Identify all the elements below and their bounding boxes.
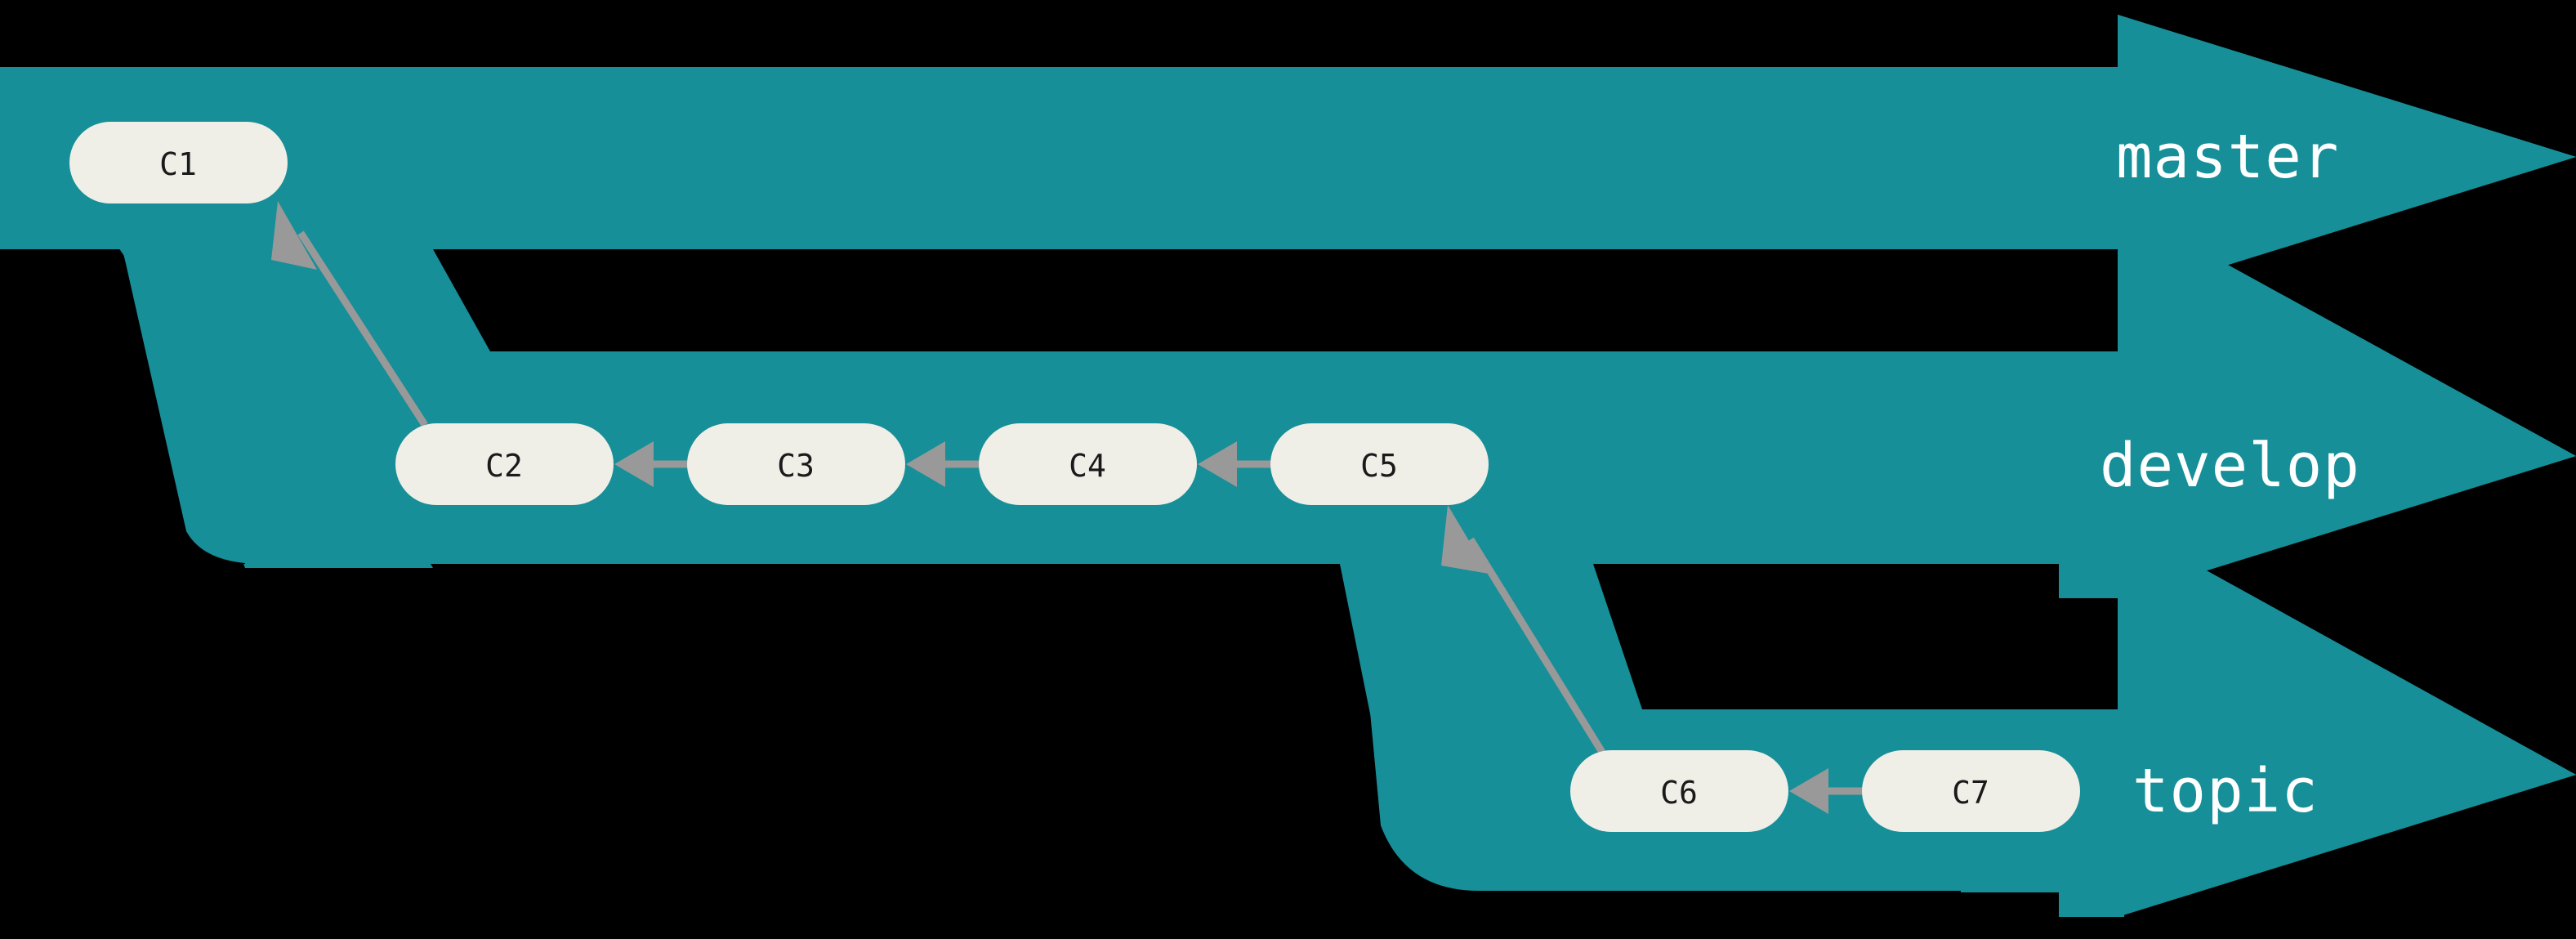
branch-label-topic[interactable]: topic bbox=[2132, 756, 2319, 826]
arrow-c5-to-c4 bbox=[1198, 441, 1274, 487]
commit-node-c2-label: C2 bbox=[485, 448, 523, 484]
notch-under-topic bbox=[1642, 892, 2118, 939]
arrow-c4-to-c3 bbox=[906, 441, 982, 487]
commit-node-c3-label: C3 bbox=[777, 448, 815, 484]
commit-node-c1[interactable]: C1 bbox=[69, 122, 288, 203]
arrow-c3-to-c2 bbox=[614, 441, 690, 487]
commit-node-c3[interactable]: C3 bbox=[687, 423, 905, 505]
commit-node-c1-label: C1 bbox=[159, 146, 197, 182]
commit-node-c6-shape bbox=[1570, 750, 1788, 832]
arrow-c5-c4-head bbox=[1198, 441, 1237, 487]
commit-node-c7[interactable]: C7 bbox=[1862, 750, 2080, 832]
branch-label-develop[interactable]: develop bbox=[2100, 431, 2360, 501]
notch-master-develop bbox=[433, 249, 2118, 351]
topic-arrow-neck bbox=[2059, 709, 2124, 917]
arrow-c7-c6-head bbox=[1789, 768, 1828, 814]
commit-node-c6[interactable]: C6 bbox=[1570, 750, 1788, 832]
arrow-c3-c2-head bbox=[614, 441, 654, 487]
commit-node-c1-shape bbox=[69, 122, 288, 203]
notch-develop-topic bbox=[1593, 564, 2118, 709]
master-arrowhead-restore bbox=[2118, 15, 2576, 299]
arrow-c6-c5-head bbox=[1441, 505, 1489, 574]
commit-node-c5-label: C5 bbox=[1360, 448, 1398, 484]
commit-node-c5[interactable]: C5 bbox=[1270, 423, 1489, 505]
commit-node-c4-shape bbox=[979, 423, 1197, 505]
commit-parent-arrows bbox=[271, 201, 1865, 814]
commit-node-c7-label: C7 bbox=[1952, 775, 1989, 811]
arrow-c4-c3-head bbox=[906, 441, 945, 487]
develop-arrowhead-restore bbox=[2118, 204, 2576, 598]
branch-label-master[interactable]: master bbox=[2116, 122, 2339, 192]
commit-node-c5-shape bbox=[1270, 423, 1489, 505]
arrow-c2-c1-head bbox=[271, 201, 317, 270]
arrow-c6-c5-line bbox=[1467, 537, 1606, 756]
band-notch-cutouts bbox=[0, 249, 2118, 939]
develop-arrow-neck bbox=[2059, 351, 2124, 598]
commit-node-c3-shape bbox=[687, 423, 905, 505]
master-trunk-restore bbox=[0, 67, 2118, 249]
notch-left-lower bbox=[0, 568, 1340, 939]
commit-node-c2-shape bbox=[395, 423, 614, 505]
commit-node-c4-label: C4 bbox=[1069, 448, 1106, 484]
commit-node-c4[interactable]: C4 bbox=[979, 423, 1197, 505]
arrow-c7-to-c6 bbox=[1789, 768, 1865, 814]
commit-node-c6-label: C6 bbox=[1660, 775, 1698, 811]
arrow-c2-to-c1 bbox=[271, 201, 428, 427]
commit-node-c7-shape bbox=[1862, 750, 2080, 832]
arrow-c2-c1-line bbox=[297, 230, 428, 427]
arrow-c6-to-c5 bbox=[1441, 505, 1606, 756]
commit-node-c2[interactable]: C2 bbox=[395, 423, 614, 505]
topic-arrowhead-restore bbox=[2118, 521, 2576, 917]
